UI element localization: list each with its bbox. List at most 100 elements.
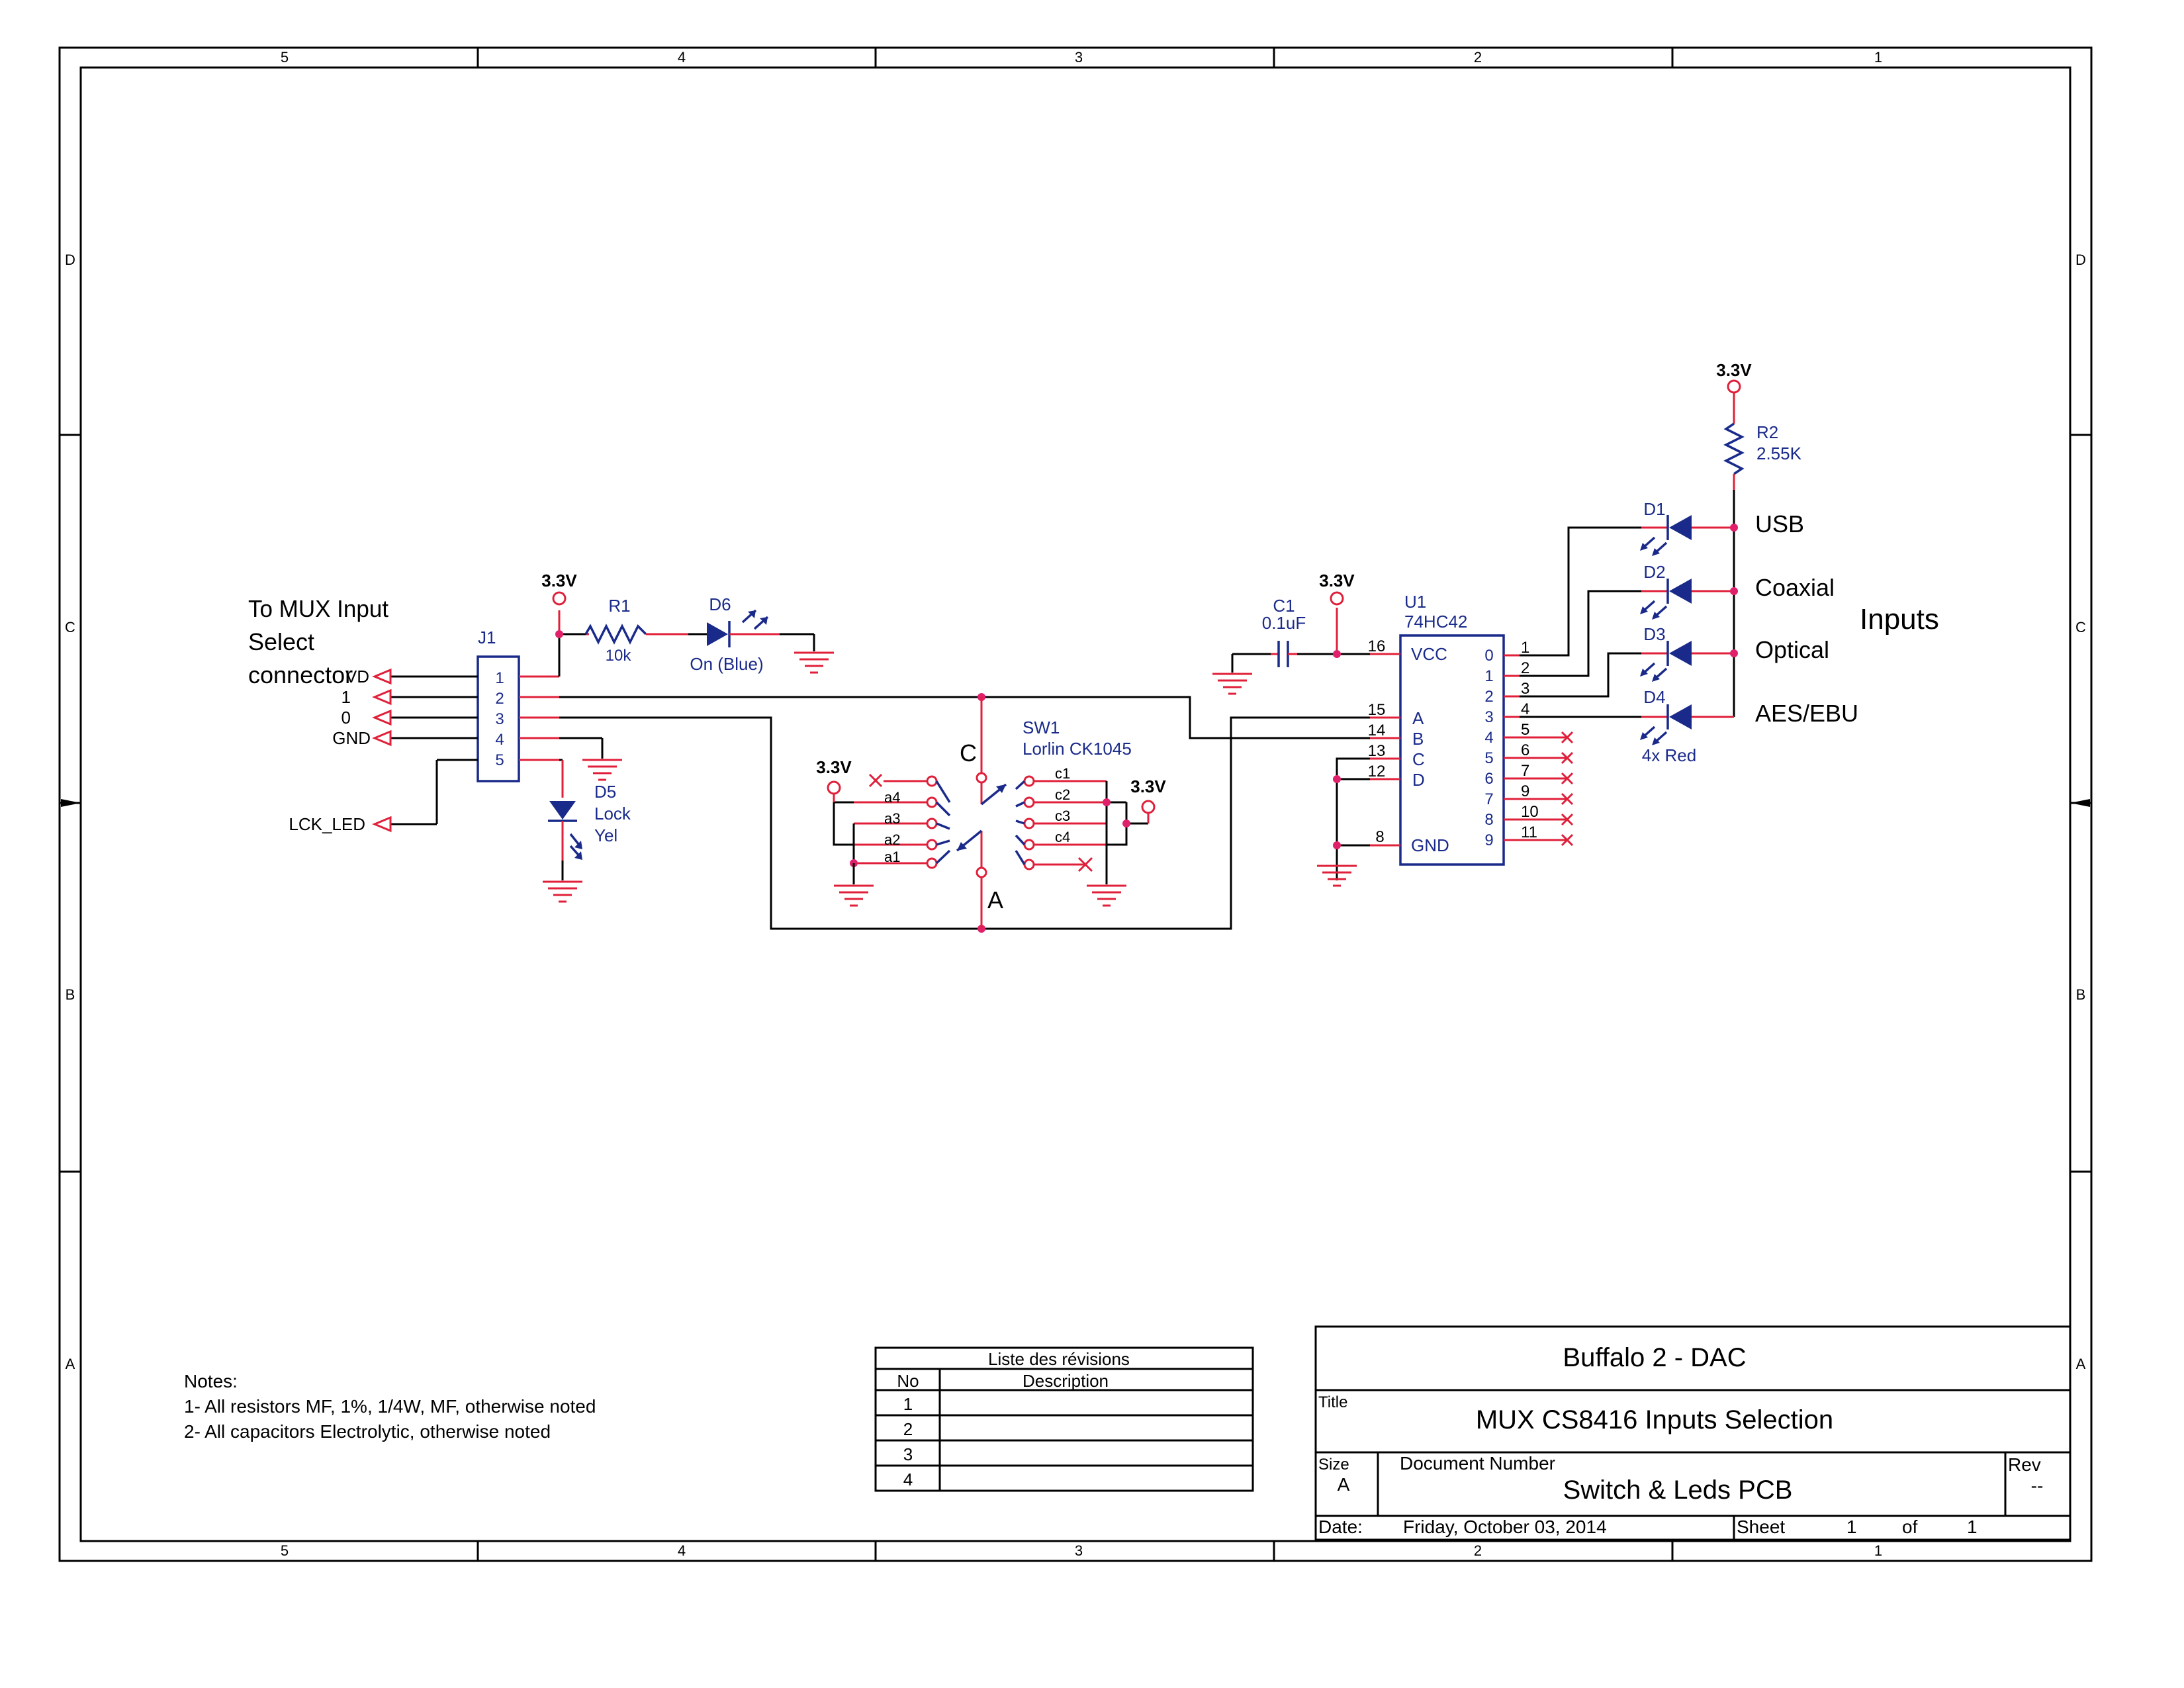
sw1-contact-c3: c3 [1055, 808, 1070, 824]
title-text: MUX CS8416 Inputs Selection [1476, 1405, 1833, 1434]
ground-icon [794, 651, 834, 674]
date-value: Friday, October 03, 2014 [1403, 1517, 1607, 1537]
zone-col-top-4: 4 [678, 49, 686, 66]
zone-row-left-a: A [66, 1356, 75, 1372]
title-company: Buffalo 2 - DAC [1563, 1343, 1746, 1372]
u1-outpin-10: 10 [1521, 803, 1539, 821]
notes-title: Notes: [184, 1371, 238, 1391]
port-label-1: 1 [341, 687, 351, 707]
revisions-row-2: 2 [903, 1419, 913, 1439]
u1-out-4: 4 [1484, 729, 1493, 747]
connector-heading: To MUX Input Select connector [248, 595, 388, 688]
revisions-row-4: 4 [903, 1470, 913, 1489]
zone-col-top-3: 3 [1075, 49, 1083, 66]
u1-out-1: 1 [1484, 667, 1493, 685]
j1-pin-3: 3 [495, 710, 504, 728]
sw1-right-contacts: c1 c2 c3 c4 3.3V [1015, 765, 1166, 907]
port-label-gnd: GND [332, 728, 371, 748]
ground-icon [1212, 673, 1252, 695]
u1-out-0: 0 [1484, 647, 1493, 665]
vcc-label-u1: 3.3V [1319, 571, 1355, 590]
c1-ref: C1 [1273, 596, 1295, 616]
d1-label: USB [1755, 510, 1804, 538]
sw1-value: Lorlin CK1045 [1023, 739, 1132, 759]
notes-line-2: 2- All capacitors Electrolytic, otherwis… [184, 1421, 551, 1442]
port-label-lck-led: LCK_LED [289, 814, 365, 834]
vcc-label-sw-right: 3.3V [1130, 776, 1166, 796]
d4-ref: D4 [1643, 687, 1665, 707]
zone-labels: 5 4 3 2 1 5 4 3 2 1 D C B A D C B A [65, 49, 2086, 1559]
d4-label: AES/EBU [1755, 700, 1858, 727]
connector-j1: J1 1 2 3 4 5 [390, 628, 559, 825]
zone-col-top-5: 5 [281, 49, 289, 66]
d3-diode-icon [1640, 641, 1692, 682]
u1-out-6: 6 [1484, 770, 1493, 788]
u1-out-9: 9 [1484, 831, 1493, 849]
u1-in-d: D [1412, 770, 1425, 790]
j1-pin-4: 4 [495, 731, 504, 749]
rev-label: Rev [2008, 1454, 2041, 1475]
zone-row-left-d: D [65, 252, 75, 268]
inputs-label: Inputs [1860, 603, 1939, 635]
u1-outpin-7: 7 [1521, 762, 1529, 780]
u1-outpin-6: 6 [1521, 741, 1529, 759]
u1-pin-c: 13 [1368, 742, 1386, 760]
d5-line-2: Yel [594, 825, 617, 845]
d6-ref: D6 [709, 594, 731, 614]
zone-col-top-1: 1 [1874, 49, 1882, 66]
u1-outpin-4: 4 [1521, 700, 1529, 718]
zone-row-right-d: D [2075, 252, 2086, 268]
vcc-label-sw-left: 3.3V [816, 757, 852, 777]
u1-outpin-1: 1 [1521, 639, 1529, 657]
d1-ref: D1 [1643, 499, 1665, 519]
ground-icon [834, 884, 874, 907]
connector-heading-line-1: To MUX Input [248, 595, 388, 622]
notes: Notes: 1- All resistors MF, 1%, 1/4W, MF… [184, 1371, 596, 1442]
u1-pin-d: 12 [1368, 763, 1386, 780]
bus-wires [559, 693, 1370, 933]
port-lck-led-icon [372, 816, 392, 833]
revisions-row-3: 3 [903, 1444, 913, 1464]
u1-outpin-3: 3 [1521, 680, 1529, 698]
revisions-row-1: 1 [903, 1394, 913, 1414]
d4-diode-icon [1640, 704, 1692, 745]
no-connect-marks [1561, 731, 1574, 847]
u1-in-b: B [1412, 729, 1424, 749]
d6-diode-icon [707, 609, 769, 647]
sw1-contact-a4: a4 [884, 789, 900, 806]
u1-out-5: 5 [1484, 749, 1493, 767]
zone-col-bottom-3: 3 [1075, 1542, 1083, 1559]
revisions-title: Liste des révisions [988, 1349, 1130, 1369]
port-label-0: 0 [341, 708, 351, 727]
u1-pin-gnd: 8 [1375, 828, 1384, 846]
sw1-contact-a3: a3 [884, 810, 900, 827]
j1-pin-5: 5 [495, 751, 504, 769]
r2-value: 2.55K [1756, 444, 1802, 463]
u1-pin-b: 14 [1368, 722, 1386, 739]
zone-col-bottom-5: 5 [281, 1542, 289, 1559]
d2-label: Coaxial [1755, 574, 1835, 601]
u1-outpin-5: 5 [1521, 721, 1529, 739]
j1-ground-branch [559, 737, 622, 781]
u1-ref: U1 [1404, 592, 1426, 612]
sw1-left-contacts: a4 a3 a2 a1 [833, 773, 951, 869]
rev-value: -- [2031, 1476, 2044, 1496]
port-vd-icon [372, 668, 392, 685]
of-value: 1 [1967, 1517, 1978, 1537]
power-indicator-branch: 3.3V R1 10k D6 On (Blue) [541, 571, 834, 677]
u1-out-8: 8 [1484, 811, 1493, 829]
d5-line-1: Lock [594, 804, 631, 823]
u1-out-3: 3 [1484, 708, 1493, 726]
c1-value: 0.1uF [1262, 613, 1306, 633]
u1-outpin-9: 9 [1521, 782, 1529, 800]
sheet-label: Sheet [1737, 1517, 1785, 1537]
revisions-table: Liste des révisions No Description 1 2 3… [874, 1346, 1254, 1492]
offpage-ports: VD 1 0 GND LCK_LED [289, 667, 392, 834]
zone-col-bottom-2: 2 [1474, 1542, 1482, 1559]
revisions-col-desc: Description [1023, 1371, 1109, 1391]
port-1-icon [372, 688, 392, 706]
notes-line-1: 1- All resistors MF, 1%, 1/4W, MF, other… [184, 1396, 596, 1417]
sw1-contact-c4: c4 [1055, 829, 1070, 845]
decoder-u1: U1 74HC42 VCC GND A B C D 16 15 14 13 12… [1317, 526, 1641, 887]
sheet-value: 1 [1846, 1517, 1857, 1537]
